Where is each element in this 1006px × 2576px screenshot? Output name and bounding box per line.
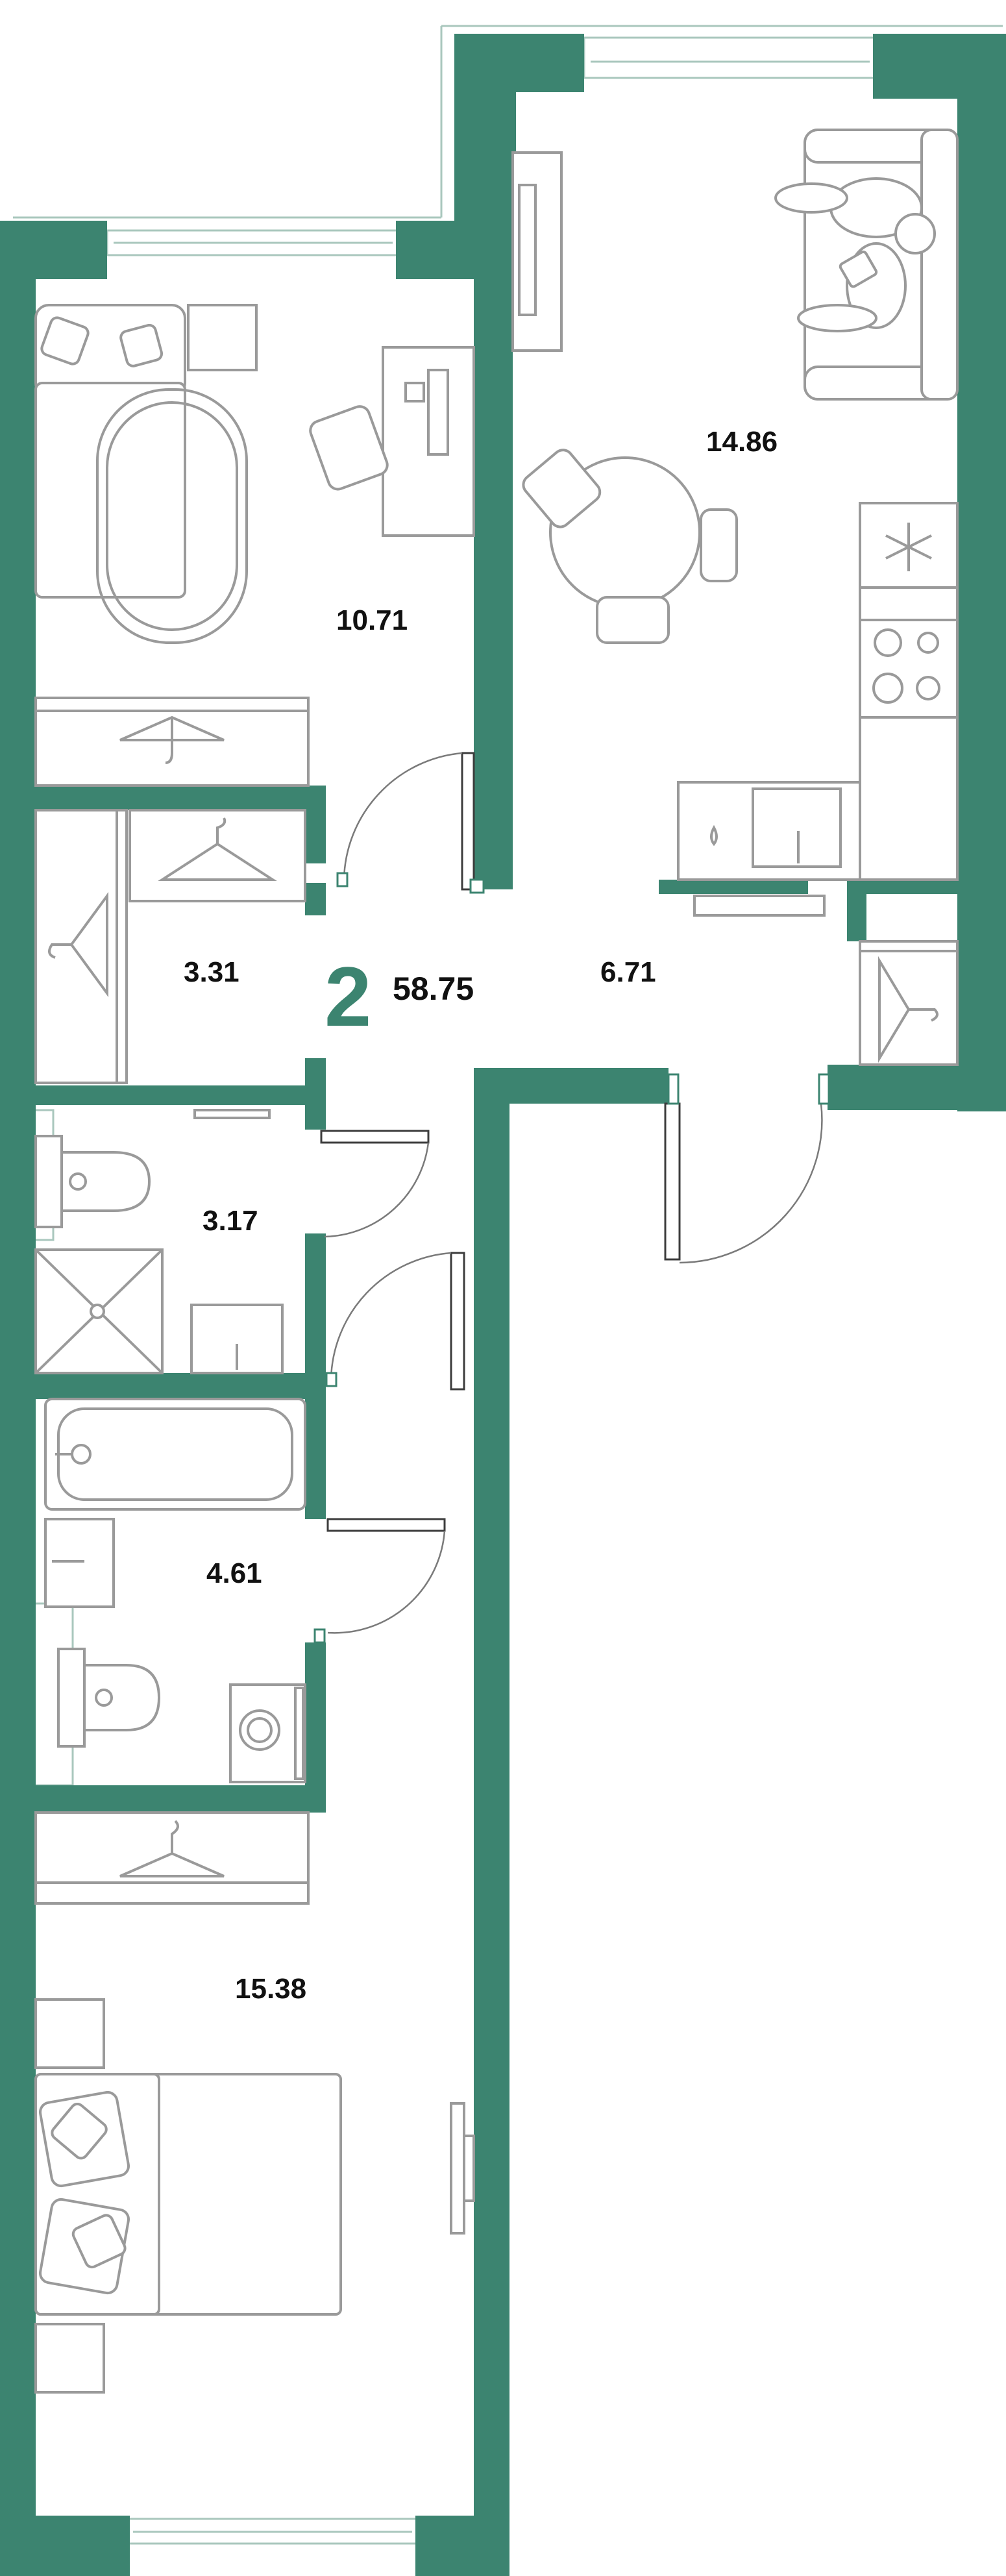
hanger-icon bbox=[119, 715, 225, 764]
hanger-icon bbox=[119, 1820, 225, 1877]
bedroom-2-furniture bbox=[34, 1811, 475, 2394]
windows bbox=[13, 25, 1003, 2545]
area-label-wc: 3.17 bbox=[202, 1205, 258, 1237]
wc-furniture bbox=[34, 1109, 284, 1374]
toilet-icon bbox=[57, 1648, 161, 1748]
shower-icon bbox=[34, 1248, 164, 1374]
hallway-furniture bbox=[859, 940, 959, 1066]
area-label-hallway: 6.71 bbox=[600, 956, 656, 988]
bathroom-furniture bbox=[44, 1398, 306, 1783]
room-count: 2 bbox=[325, 949, 371, 1044]
area-label-bedroom-2: 15.38 bbox=[235, 1973, 306, 2005]
sofa-icon bbox=[774, 129, 959, 401]
area-label-bathroom: 4.61 bbox=[206, 1557, 262, 1589]
bedroom-1-furniture bbox=[34, 304, 475, 787]
stove-icon bbox=[859, 619, 959, 719]
hanger-icon bbox=[48, 891, 108, 998]
sink-icon bbox=[44, 1518, 115, 1608]
doors bbox=[313, 752, 830, 1644]
toilet-icon bbox=[34, 1135, 151, 1228]
area-label-kitchen-living: 14.86 bbox=[706, 426, 778, 458]
snowflake-icon bbox=[885, 523, 932, 571]
sink-icon bbox=[752, 787, 842, 868]
kitchen-furniture bbox=[511, 129, 959, 917]
bed-icon bbox=[34, 2073, 342, 2316]
total-area: 58.75 bbox=[393, 971, 474, 1007]
washing-machine-icon bbox=[229, 1683, 306, 1783]
walls bbox=[0, 34, 1006, 2576]
bathtub-icon bbox=[44, 1398, 306, 1511]
area-labels: 10.71 14.86 3.31 6.71 3.17 4.61 15.38 2 … bbox=[184, 426, 778, 2005]
area-label-bedroom-1: 10.71 bbox=[336, 604, 408, 636]
hanger-icon bbox=[158, 817, 277, 881]
hanger-icon bbox=[878, 956, 939, 1063]
sink-icon bbox=[190, 1304, 284, 1374]
wardrobe-furniture bbox=[34, 809, 306, 1084]
area-label-wardrobe: 3.31 bbox=[184, 956, 239, 988]
